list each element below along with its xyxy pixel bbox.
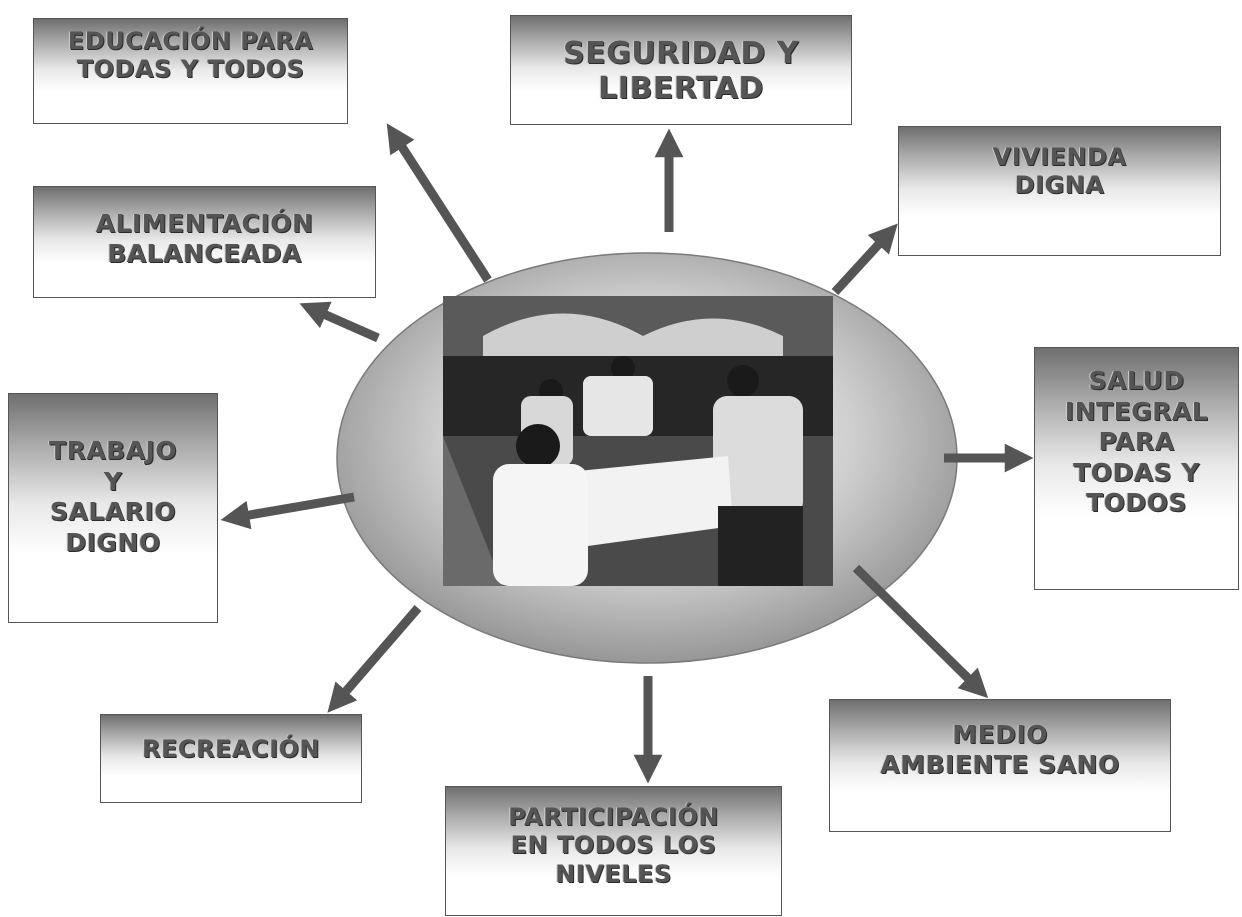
box-vivienda: VIVIENDA DIGNA	[898, 126, 1221, 256]
box-salud: SALUD INTEGRAL PARA TODAS Y TODOS	[1034, 347, 1239, 590]
arrow-to-educacion	[386, 123, 492, 283]
arrow-to-recreacion	[327, 605, 422, 713]
box-vivienda-label: VIVIENDA DIGNA	[992, 143, 1127, 200]
arrow-to-trabajo	[220, 492, 355, 530]
arrow-to-vivienda	[831, 223, 898, 296]
box-recreacion-label: RECREACIÓN	[142, 735, 320, 763]
arrow-to-alimentacion	[299, 301, 380, 343]
box-seguridad: SEGURIDAD Y LIBERTAD	[510, 15, 852, 125]
box-medio: MEDIO AMBIENTE SANO	[829, 699, 1171, 832]
photo-illustration	[443, 296, 833, 586]
box-trabajo-label: TRABAJO Y SALARIO DIGNO	[48, 436, 178, 557]
arrow-to-medio	[852, 564, 989, 699]
box-salud-label: SALUD INTEGRAL PARA TODAS Y TODOS	[1064, 366, 1209, 517]
box-participacion-label: PARTICIPACIÓN EN TODOS LOS NIVELES	[508, 803, 719, 888]
box-seguridad-label: SEGURIDAD Y LIBERTAD	[562, 36, 800, 107]
box-medio-label: MEDIO AMBIENTE SANO	[880, 720, 1120, 779]
box-recreacion: RECREACIÓN	[100, 714, 362, 803]
center-photo	[443, 296, 833, 586]
box-alimentacion: ALIMENTACIÓN BALANCEADA	[33, 186, 376, 298]
box-educacion-label: EDUCACIÓN PARA TODAS Y TODOS	[67, 27, 314, 84]
box-educacion: EDUCACIÓN PARA TODAS Y TODOS	[33, 18, 348, 124]
box-trabajo: TRABAJO Y SALARIO DIGNO	[8, 393, 218, 623]
box-participacion: PARTICIPACIÓN EN TODOS LOS NIVELES	[445, 786, 782, 916]
box-alimentacion-label: ALIMENTACIÓN BALANCEADA	[95, 209, 314, 268]
